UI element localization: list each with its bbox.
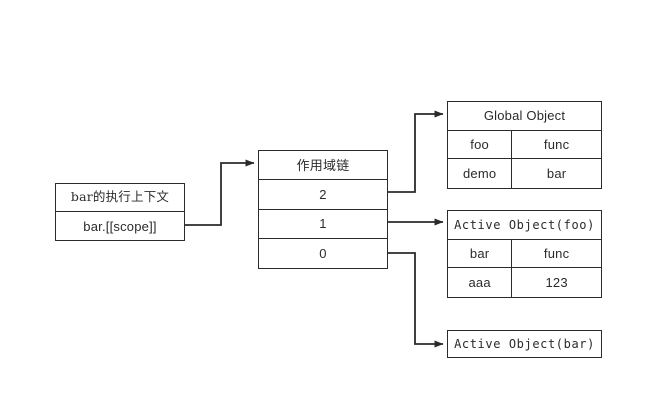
active-object-foo-value-aaa: 123 [545, 275, 568, 291]
execution-context-title: bar的执行上下文 [70, 189, 170, 205]
global-object-key-demo: demo [448, 159, 513, 188]
global-object-value-foo: func [543, 136, 570, 152]
active-object-foo-row-aaa: aaa 123 [448, 268, 601, 297]
scope-chain-index-0: 0 [319, 245, 327, 261]
active-object-foo-key-bar: bar [448, 239, 513, 268]
execution-context-header-row: bar的执行上下文 [56, 184, 184, 212]
node-active-object-foo: Active Object(foo) bar func aaa 123 [447, 210, 602, 298]
active-object-foo-header-row: Active Object(foo) [448, 211, 601, 240]
edge-scope-to-chain [185, 159, 255, 226]
execution-context-scope-row: bar.[[scope]] [56, 212, 184, 240]
node-execution-context: bar的执行上下文 bar.[[scope]] [55, 183, 185, 241]
global-object-value-demo: bar [546, 166, 567, 182]
global-object-key-foo: foo [448, 130, 513, 159]
global-object-title: Global Object [483, 108, 566, 124]
scope-chain-row-0: 0 [259, 239, 387, 268]
scope-chain-title: 作用域链 [296, 157, 350, 173]
active-object-bar-header-row: Active Object(bar) [448, 331, 601, 357]
active-object-foo-title: Active Object(foo) [454, 217, 595, 232]
scope-chain-header-row: 作用域链 [259, 151, 387, 181]
node-active-object-bar: Active Object(bar) [447, 330, 602, 358]
scope-chain-row-2: 2 [259, 180, 387, 210]
scope-chain-row-1: 1 [259, 210, 387, 239]
edge-chain2-to-global [388, 110, 444, 193]
execution-context-scope-label: bar.[[scope]] [83, 218, 157, 234]
active-object-foo-key-aaa: aaa [448, 268, 513, 297]
active-object-bar-title: Active Object(bar) [454, 337, 595, 351]
global-object-row-foo: foo func [448, 130, 601, 160]
global-object-row-demo: demo bar [448, 159, 601, 188]
global-object-header-row: Global Object [448, 102, 601, 131]
scope-chain-index-2: 2 [319, 186, 327, 202]
node-global-object: Global Object foo func demo bar [447, 101, 602, 189]
scope-chain-index-1: 1 [319, 216, 327, 232]
node-scope-chain: 作用域链 2 1 0 [258, 150, 388, 269]
active-object-foo-value-bar: func [543, 245, 570, 261]
active-object-foo-row-bar: bar func [448, 239, 601, 269]
edge-chain0-to-ao-bar [388, 252, 444, 348]
